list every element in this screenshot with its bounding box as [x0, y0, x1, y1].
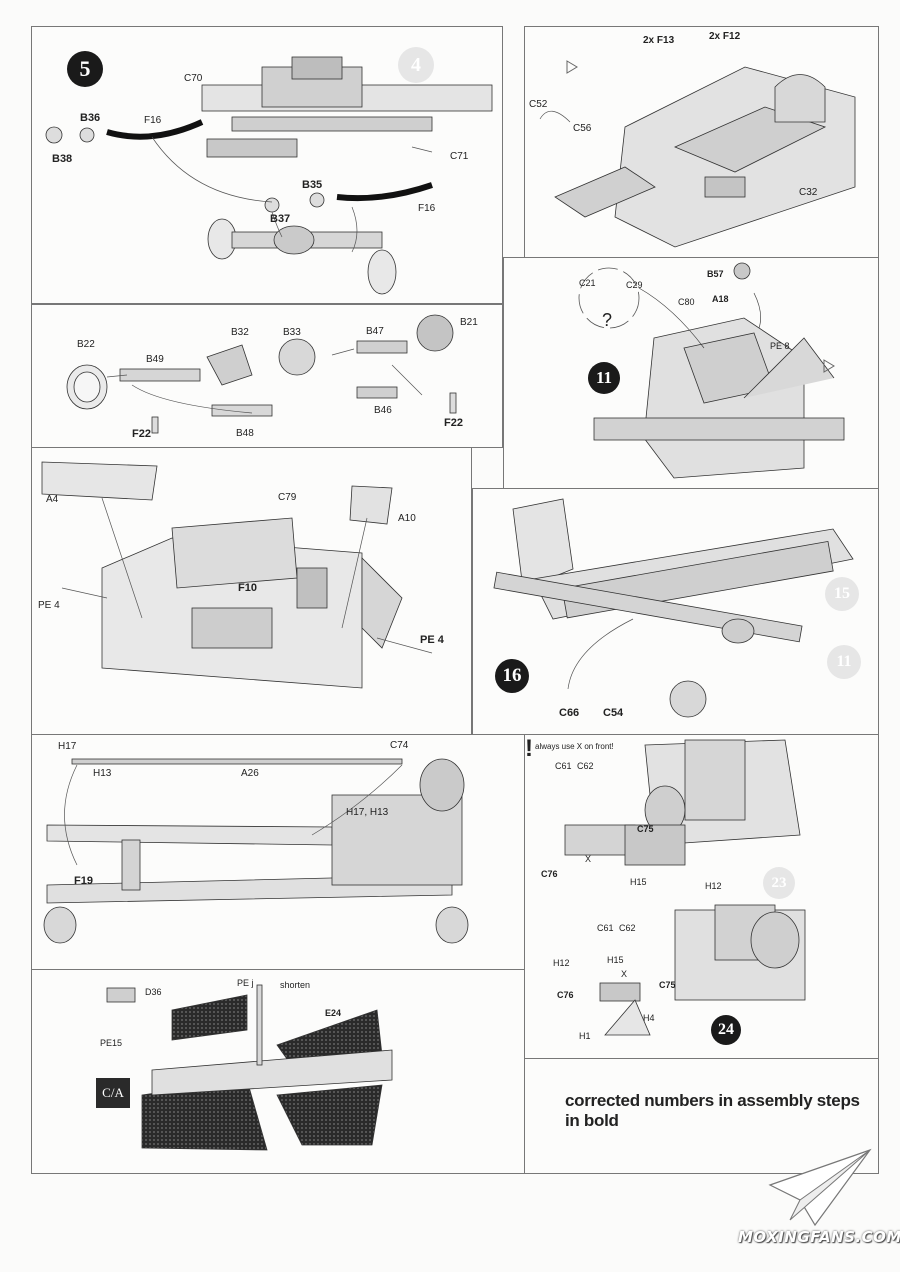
label-b37: B37: [270, 213, 291, 225]
reference-step-15: 15: [825, 577, 859, 611]
question-mark: ?: [602, 310, 613, 330]
label-h12-23: H12: [705, 881, 722, 891]
label-a18: A18: [712, 294, 729, 304]
tread-plates-drawing: [106, 984, 393, 1151]
panel-cab-body: A4 C79 A10 PE 4 F10 PE 4: [31, 447, 472, 735]
label-h4: H4: [643, 1013, 655, 1023]
label-c75-24: C75: [659, 980, 676, 990]
label-c61-23: C61: [555, 761, 572, 771]
label-c79: C79: [278, 492, 297, 503]
label-c76-24: C76: [557, 990, 574, 1000]
label-c70: C70: [184, 73, 203, 84]
label-a10: A10: [398, 513, 416, 524]
label-2x-f12: 2x F12: [709, 31, 741, 42]
cab-body-drawing: [41, 461, 433, 689]
label-c29: C29: [626, 280, 643, 290]
panel-axle-parts: B22 B32 B33 B47 B21 B49 B46 F22 B48 F22: [31, 304, 503, 448]
label-c76-23: C76: [541, 869, 558, 879]
step-number-11: 11: [588, 362, 620, 394]
label-pe4-a: PE 4: [38, 600, 60, 611]
label-f22-b: F22: [444, 417, 463, 429]
reference-step-23: 23: [763, 867, 795, 899]
label-a4: A4: [46, 494, 59, 505]
label-b36: B36: [80, 112, 101, 124]
label-f19: F19: [74, 875, 93, 887]
label-b48: B48: [236, 428, 254, 439]
warning-mark: !: [525, 735, 533, 762]
label-x-24: X: [621, 969, 628, 979]
label-f10: F10: [238, 582, 257, 594]
label-h15-24: H15: [607, 955, 624, 965]
step-23-24-drawing: [564, 739, 806, 1036]
label-b57: B57: [707, 269, 724, 279]
label-h17: H17: [58, 741, 77, 752]
label-c52: C52: [529, 99, 548, 110]
panel-note: corrected numbers in assembly steps in b…: [524, 1058, 879, 1174]
label-f22-a: F22: [132, 428, 151, 440]
label-b35: B35: [302, 179, 323, 191]
label-h13: H13: [93, 768, 112, 779]
step-number-16: 16: [495, 659, 529, 693]
label-pe15: PE15: [100, 1038, 123, 1048]
label-shorten: shorten: [280, 980, 311, 990]
label-f16-b: F16: [418, 203, 436, 214]
label-b49: B49: [146, 354, 164, 365]
label-pe4-b: PE 4: [420, 634, 444, 646]
panel-step-5: 5 4 C70 B36 F16 B38 C71 B35: [31, 26, 503, 304]
label-b33: B33: [283, 327, 301, 338]
label-c80: C80: [678, 297, 695, 307]
label-e24: E24: [325, 1008, 342, 1018]
label-b32: B32: [231, 327, 249, 338]
panel-frame: H17 C74 H13 A26 H17, H13 F19: [31, 734, 525, 970]
reference-step-4: 4: [398, 47, 434, 83]
label-c74: C74: [390, 740, 409, 751]
warning-note: always use X on front!: [535, 742, 614, 751]
panel-step-11: 11 ? C21 C29 C80 B57 A18 PE 8: [503, 257, 879, 489]
label-b47: B47: [366, 326, 384, 337]
label-c71: C71: [450, 151, 469, 162]
label-b46: B46: [374, 405, 392, 416]
label-c66: C66: [559, 707, 580, 719]
step-number-24: 24: [711, 1015, 741, 1045]
label-x-23: X: [585, 854, 592, 864]
label-a26: A26: [241, 768, 259, 779]
corrected-numbers-note: corrected numbers in assembly steps in b…: [565, 1091, 860, 1130]
label-f16-a: F16: [144, 115, 162, 126]
step-11-drawing: [578, 262, 845, 479]
axle-spring-drawing: [45, 56, 493, 295]
panel-step-16: 16 15 11 C66 C54: [472, 488, 879, 735]
label-pe-j: PE j: [237, 978, 254, 988]
label-c62-23: C62: [577, 761, 594, 771]
watermark-text: MOXINGFANS.COM: [738, 1228, 900, 1246]
label-d36: D36: [145, 987, 162, 997]
frame-drawing: [43, 758, 469, 944]
step-16-drawing: [493, 498, 854, 718]
cab-interior-drawing: [539, 60, 856, 248]
axle-parts-drawing: [66, 314, 457, 434]
panel-cab-interior: 2x F13 2x F12 C52 C56 C32: [524, 26, 879, 258]
label-c54: C54: [603, 707, 624, 719]
label-c62-24: C62: [619, 923, 636, 933]
label-h15-23: H15: [630, 877, 647, 887]
panel-step-23-24: 23 24 ! always use X on front! C61 C62 C…: [524, 734, 879, 1059]
step-number-5: 5: [67, 51, 103, 87]
label-c32: C32: [799, 187, 818, 198]
label-pe8: PE 8: [770, 341, 790, 351]
label-b21: B21: [460, 317, 478, 328]
label-c75-23: C75: [637, 824, 654, 834]
reference-step-11: 11: [827, 645, 861, 679]
label-b22: B22: [77, 339, 95, 350]
label-c21: C21: [579, 278, 596, 288]
label-h17-h13: H17, H13: [346, 807, 389, 818]
label-h12-24: H12: [553, 958, 570, 968]
label-2x-f13: 2x F13: [643, 35, 675, 46]
label-c61-24: C61: [597, 923, 614, 933]
label-b38: B38: [52, 153, 73, 165]
label-c56: C56: [573, 123, 592, 134]
panel-tread-plates: C/A D36 PE j shorten E24 PE15: [31, 969, 525, 1174]
label-h1: H1: [579, 1031, 591, 1041]
ca-badge: C/A: [96, 1078, 130, 1108]
